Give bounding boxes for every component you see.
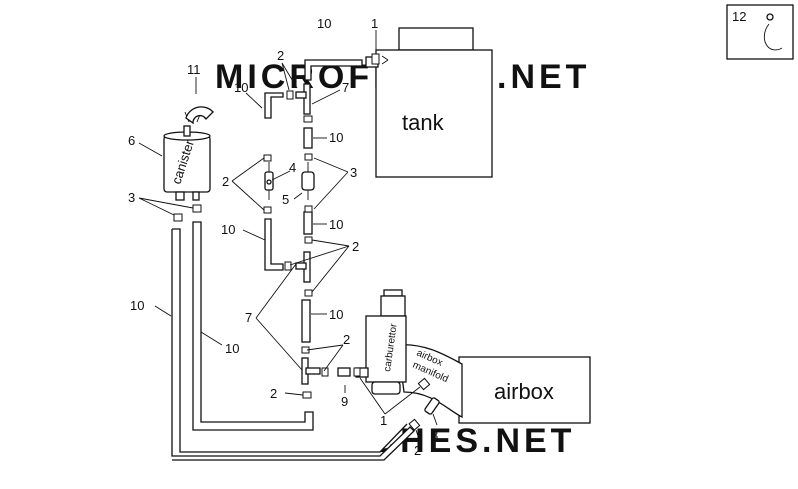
t-piece-middle	[295, 251, 311, 283]
canister: canister	[163, 106, 214, 201]
hose-upper-left	[264, 92, 284, 119]
part-10-center-3: 10	[329, 307, 343, 322]
part-1-tank: 1	[371, 16, 378, 31]
part-2-manifold: 2	[414, 443, 421, 458]
part-7-lower: 7	[245, 310, 252, 325]
carburettor: carburettor	[355, 289, 407, 395]
part-10-top: 10	[317, 16, 331, 31]
part-1-carb: 1	[380, 413, 387, 428]
hose-top-to-tank	[304, 59, 363, 81]
tank-label: tank	[402, 110, 445, 135]
fitting-8	[424, 397, 440, 415]
hose-lower-left	[264, 218, 284, 271]
central-hoses	[301, 127, 313, 343]
part-11: 11	[187, 62, 201, 77]
part-10-center-1: 10	[329, 130, 343, 145]
airbox-manifold: airbox manifold	[397, 344, 463, 419]
part-10-long-left: 10	[130, 298, 144, 313]
part-2-left: 2	[222, 174, 229, 189]
part-5: 5	[282, 192, 289, 207]
clamp-kit-12	[726, 4, 794, 60]
hose-9	[337, 367, 351, 377]
long-hose-left	[171, 228, 415, 461]
part-12: 12	[732, 9, 746, 24]
clamps	[173, 53, 431, 431]
part-8: 8	[431, 428, 438, 443]
part-9: 9	[341, 394, 348, 409]
part-3-left: 3	[128, 190, 135, 205]
part-2-bottom: 2	[270, 386, 277, 401]
part-7-top: 7	[342, 80, 349, 95]
part-10-lower-left: 10	[221, 222, 235, 237]
part-10-long-right: 10	[225, 341, 239, 356]
part-2-top: 2	[277, 48, 284, 63]
part-10-center-2: 10	[329, 217, 343, 232]
part-number-labels: 1 10 2 7 11 10 6 10 4 2 3 5 3 10 10 2 10…	[128, 9, 746, 458]
part-4: 4	[289, 160, 296, 175]
long-hose-right	[192, 221, 314, 431]
valve-4	[264, 162, 274, 200]
airbox-label: airbox	[494, 379, 554, 404]
part-2-middle: 2	[352, 239, 359, 254]
leader-lines	[138, 30, 438, 443]
part-2-carb: 2	[343, 332, 350, 347]
part-6: 6	[128, 133, 135, 148]
valve-5	[301, 162, 315, 200]
airbox: airbox	[458, 356, 591, 424]
t-piece-top	[295, 83, 311, 115]
part-10-upper-left: 10	[234, 80, 248, 95]
fuel-tank: tank	[365, 27, 493, 178]
part-3-right: 3	[350, 165, 357, 180]
t-piece-bottom	[301, 357, 321, 385]
